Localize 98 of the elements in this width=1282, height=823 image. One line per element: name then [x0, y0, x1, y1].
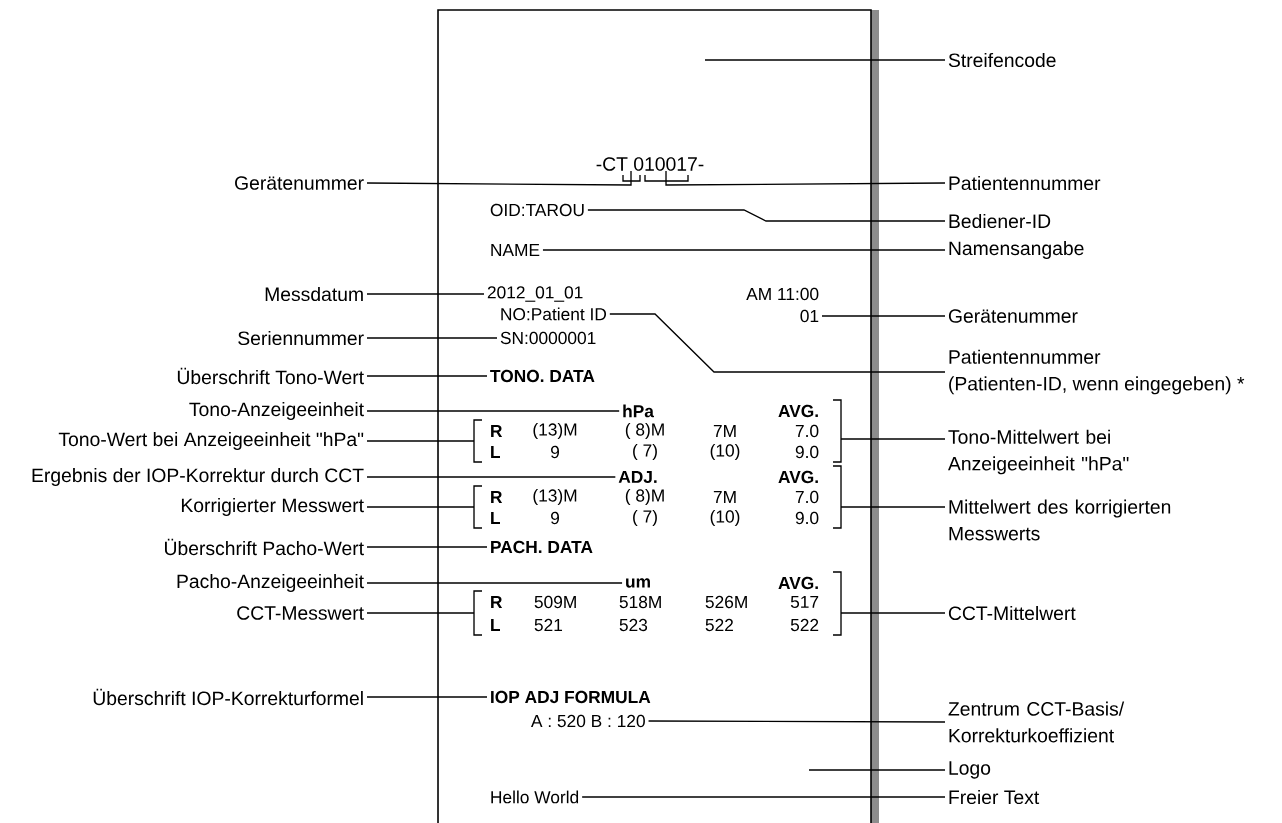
printed-text: IOP ADJ FORMULA [491, 690, 651, 704]
leader-line [840, 612, 946, 614]
table-cell: AM 11:00 [746, 287, 819, 301]
leader-line [366, 612, 475, 614]
callout-label: Tono-Anzeigeeinheit [189, 402, 364, 420]
printed-text: um [626, 578, 650, 588]
table-cell: ( 8)M [625, 422, 664, 440]
table-cell: 522 [790, 618, 819, 632]
callout-label: Mittelwert des korrigierten Messwerts [949, 499, 1171, 541]
callout-label: Zentrum CCT-Basis/ Korrekturkoeffizient [948, 701, 1125, 743]
callout-label: Überschrift Pacho-Wert [165, 538, 364, 556]
table-cell: R [491, 425, 503, 437]
callout-label: Namensangabe [949, 241, 1084, 259]
table-cell: 7M [713, 425, 736, 437]
printed-text: ADJ. [618, 470, 657, 484]
leader-line [366, 440, 475, 442]
table-cell: R [491, 491, 503, 503]
table-cell: 9 [551, 445, 559, 459]
table-cell: 9.0 [795, 445, 819, 459]
leader-line [366, 293, 485, 295]
printed-text: Hello World [491, 790, 579, 804]
table-cell: 521 [534, 618, 562, 632]
printed-text: SN:0000001 [500, 331, 596, 345]
table-cell: L [491, 512, 500, 524]
table-cell: 7.0 [795, 424, 819, 438]
leader-line [840, 438, 946, 440]
callout-label: Patientennummer (Patienten-ID, wenn eingegeben) * [949, 349, 1245, 395]
table-cell: 517 [790, 595, 819, 609]
table-cell: AVG. [778, 404, 818, 418]
callout-label: CCT-Mittelwert [948, 605, 1076, 621]
callout-label: Korrigierter Messwert [181, 498, 364, 516]
table-cell: AVG. [778, 576, 818, 590]
leader-line [840, 506, 946, 508]
callout-label: Logo [949, 761, 991, 779]
callout-label: Messdatum [265, 286, 363, 302]
leader-line [366, 375, 488, 377]
table-cell: ( 7) [633, 509, 657, 527]
callout-label: Gerätenummer [948, 309, 1078, 323]
leader-line [647, 720, 946, 723]
printed-text: A : 520 B : 120 [531, 714, 645, 728]
printed-text: -CT 010017- [596, 157, 704, 171]
leader-line [609, 313, 946, 373]
receipt-paper [437, 9, 879, 823]
callout-label: Seriennummer [238, 330, 364, 346]
callout-label: Freier Text [949, 789, 1040, 805]
callout-label: Überschrift Tono-Wert [177, 367, 364, 385]
table-cell: (10) [710, 443, 740, 461]
table-cell: 526M [705, 595, 747, 609]
callout-label: Ergebnis der IOP-Korrektur durch CCT [32, 468, 364, 486]
table-cell: 9.0 [795, 511, 819, 525]
leader-line [821, 315, 946, 317]
printed-text: 01 [800, 309, 819, 323]
table-cell: AVG. [778, 470, 818, 484]
table-cell: L [491, 446, 500, 458]
callout-label: Pacho-Anzeigeeinheit [177, 574, 364, 592]
leader-line [665, 170, 946, 186]
table-cell: (13)M [533, 488, 577, 506]
table-cell: L [491, 619, 500, 631]
leader-line [366, 170, 632, 186]
leader-line [542, 249, 946, 251]
leader-line [366, 337, 498, 339]
callout-label: Bediener-ID [949, 213, 1051, 229]
printed-text: hPa [623, 404, 654, 418]
printed-text: NAME [491, 244, 540, 256]
table-cell: 518M [619, 595, 661, 609]
callout-label: Tono-Wert bei Anzeigeeinheit "hPa" [58, 432, 364, 450]
table-cell: 522 [705, 618, 733, 632]
table-cell: 9 [551, 511, 559, 525]
callout-label: Überschrift IOP-Korrekturformel [93, 688, 363, 706]
table-cell: (13)M [533, 422, 577, 440]
leader-line [587, 209, 946, 222]
leader-line [366, 582, 623, 584]
table-cell: ( 7) [633, 443, 657, 461]
printed-text: NO:Patient ID [501, 307, 607, 321]
table-cell: (10) [710, 509, 740, 527]
callout-label: Tono-Mittelwert bei Anzeigeeinheit "hPa" [948, 429, 1129, 475]
callout-label: Gerätenummer [235, 176, 364, 190]
printed-text: TONO. DATA [490, 369, 595, 383]
leader-line [581, 796, 946, 798]
leader-line [366, 696, 488, 698]
table-cell: 7M [713, 491, 736, 503]
leader-line [366, 546, 488, 548]
printed-text: 2012_01_01 [487, 286, 583, 302]
printed-text: PACH. DATA [491, 540, 593, 554]
leader-line [808, 769, 946, 771]
leader-line [366, 410, 620, 412]
table-cell: R [491, 596, 503, 608]
leader-line [366, 506, 475, 508]
callout-label: CCT-Messwert [237, 606, 364, 620]
printed-text: OID:TAROU [490, 203, 584, 217]
callout-label: Streifencode [948, 52, 1056, 68]
callout-label: Patientennummer [949, 175, 1101, 191]
leader-line [366, 476, 616, 478]
table-cell: ( 8)M [625, 488, 664, 506]
leader-line [704, 59, 946, 61]
table-cell: 509M [534, 595, 576, 609]
table-cell: 7.0 [795, 490, 819, 504]
table-cell: 523 [619, 618, 648, 632]
